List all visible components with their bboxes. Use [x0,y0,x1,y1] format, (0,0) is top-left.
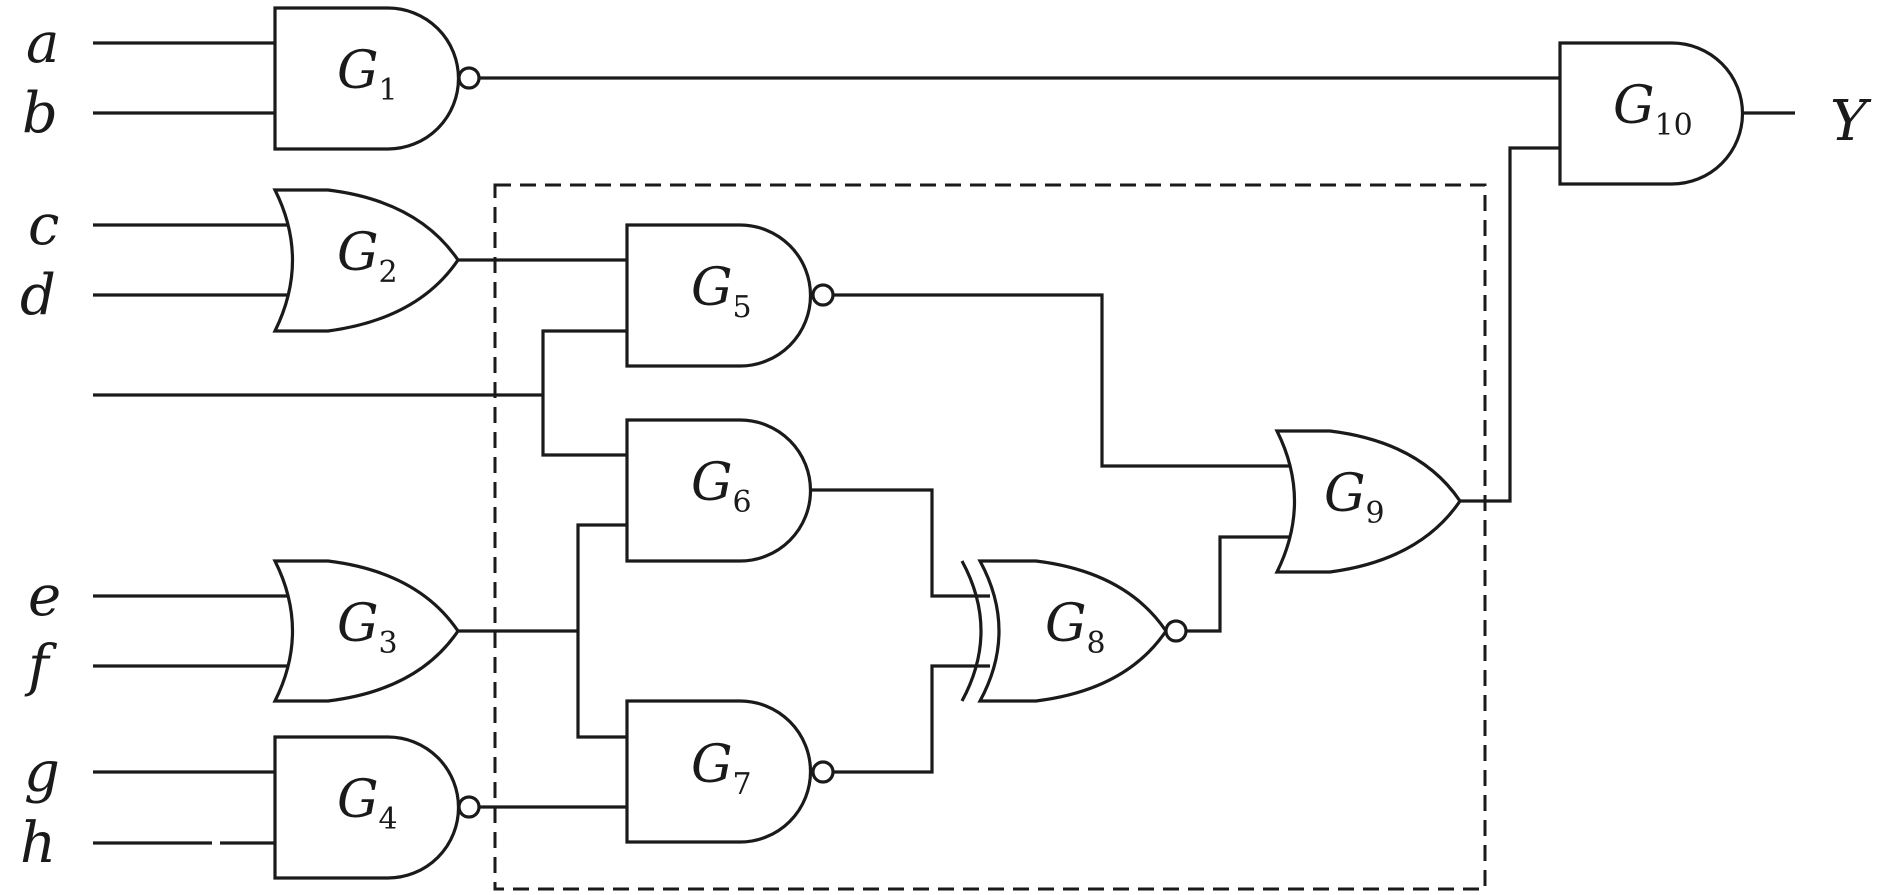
input-label-c: c [28,193,59,258]
gate-g4-index: 4 [379,802,398,837]
gate-g7-label: G7 [691,735,752,802]
gate-g9-letter: G [1324,464,1366,524]
gate-g5-letter: G [691,258,733,318]
wire-shared-input-g5 [541,329,627,457]
gate-g1-index: 1 [379,73,398,108]
gate-g2-index: 2 [379,255,398,290]
wires [93,41,1795,845]
gate-g5-index: 5 [733,290,752,325]
wire-g7-g8 [833,664,990,774]
gate-g5-inverter-bubble [811,283,835,307]
gate-g8-letter: G [1045,594,1087,654]
gate-g8-label: G8 [1045,594,1106,661]
wire-g6-g8 [812,488,990,598]
gate-g7-body [625,699,813,844]
gate-g4-inverter-bubble [457,795,481,819]
gate-g1: G1 [273,6,481,151]
gate-g10-letter: G [1613,76,1655,136]
gate-g5-label: G5 [691,258,752,325]
gate-g7-letter: G [691,735,733,795]
gate-g10: G10 [1558,41,1745,186]
gate-g9-label: G9 [1324,464,1385,531]
input-label-a: a [26,11,59,76]
gate-g8-inverter-bubble [1164,619,1188,643]
gate-g9: G9 [1274,429,1462,574]
gate-g8-body [977,559,1168,703]
subcircuit-boundary [493,183,1487,891]
input-label-e: e [28,564,61,629]
input-label-g: g [24,740,60,805]
gate-g4-letter: G [337,770,379,830]
wire-g3-g6-g7 [576,523,627,739]
gate-g2-body [272,188,460,333]
input-label-h: h [20,811,56,876]
wire-g9-g10 [1460,146,1560,503]
input-label-b: b [22,81,58,146]
io-labels: a b c d e f g h Y [20,11,1872,876]
gate-g6-body [625,418,813,563]
gate-g3: G3 [272,559,460,703]
gate-g6-index: 6 [733,485,752,520]
gate-g10-index: 10 [1655,108,1693,143]
gate-g8-xor-arc [960,560,983,702]
gate-g4: G4 [273,735,481,880]
gate-g5: G5 [625,223,835,368]
wire-g8-g9 [1186,535,1300,633]
gate-g1-label: G1 [337,41,398,108]
gate-g4-label: G4 [337,770,398,837]
gate-g1-inverter-bubble [457,66,481,90]
gate-g1-letter: G [337,41,379,101]
input-label-d: d [20,263,56,328]
output-label-y: Y [1830,89,1872,154]
gate-g9-body [1274,429,1462,574]
gate-g6-letter: G [691,453,733,513]
gate-g7-inverter-bubble [811,760,835,784]
gate-g10-body [1558,41,1745,186]
gate-g7-index: 7 [733,767,752,802]
gate-g6: G6 [625,418,813,563]
gate-g8-index: 8 [1087,626,1106,661]
gate-g6-label: G6 [691,453,752,520]
gate-g2: G2 [272,188,460,333]
gate-g10-label: G10 [1613,76,1693,143]
gate-g7: G7 [625,699,835,844]
gate-g3-body [272,559,460,703]
gate-g3-letter: G [337,594,379,654]
gate-g3-label: G3 [337,594,398,661]
gate-g8: G8 [960,559,1188,703]
gate-g2-letter: G [337,223,379,283]
wire-g5-g9 [833,293,1300,468]
gate-g2-label: G2 [337,223,398,290]
input-label-f: f [24,634,58,699]
gate-g9-index: 9 [1366,496,1385,531]
gate-g5-body [625,223,813,368]
gate-g3-index: 3 [379,626,398,661]
